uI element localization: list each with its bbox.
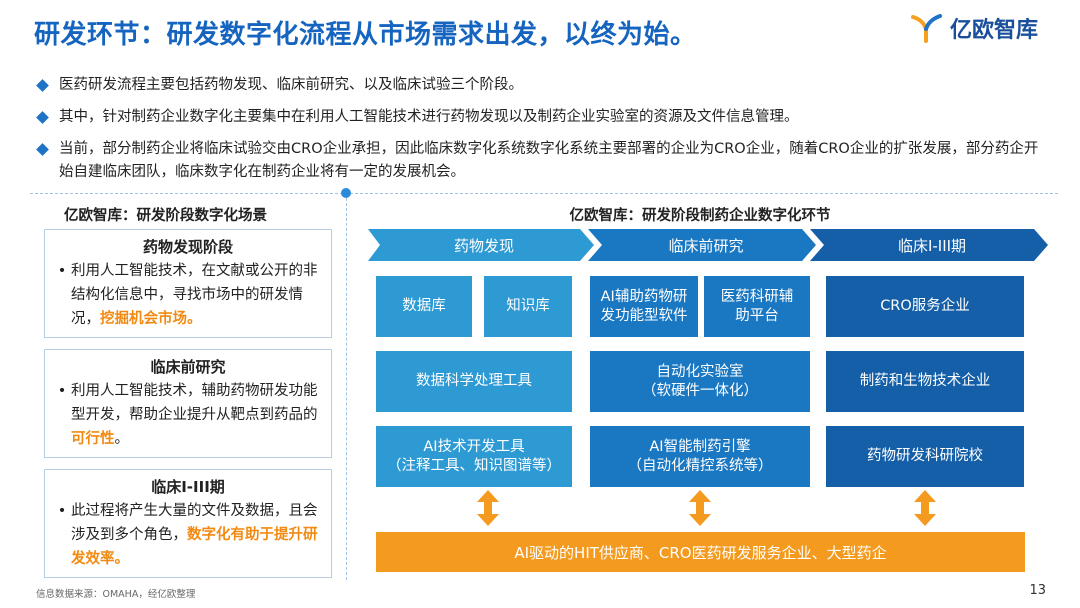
left-heading: 亿欧智库：研发阶段数字化场景 xyxy=(64,208,267,224)
scenario-box-preclinical: 临床前研究 • 利用人工智能技术，辅助药物研发功能型开发，帮助企业提升从靶点到药… xyxy=(44,349,332,458)
dot-bullet-icon: • xyxy=(57,503,67,519)
stage-label-preclinical: 临床前研究 xyxy=(668,236,744,255)
scenario-text: 此过程将产生大量的文件及数据，且会涉及到多个角色，数字化有助于提升研发效率。 xyxy=(71,503,318,567)
logo-text: 亿欧智库 xyxy=(949,18,1038,43)
source-note: 信息数据来源：OMAHA，经亿欧整理 xyxy=(36,589,196,600)
cell-ai-dev-tools: AI技术开发工具 （注释工具、知识图谱等） xyxy=(376,426,572,487)
dot-bullet-icon: • xyxy=(57,383,67,399)
double-arrow-icon xyxy=(914,490,936,526)
scenario-box-clinical: 临床I-III期 • 此过程将产生大量的文件及数据，且会涉及到多个角色，数字化有… xyxy=(44,469,332,578)
logo: 亿欧智库 xyxy=(910,12,1038,44)
diamond-bullet-icon xyxy=(36,143,49,156)
scenario-title: 药物发现阶段 xyxy=(142,238,233,256)
cell-ai-assist-software: AI辅助药物研发功能型软件 xyxy=(590,276,698,337)
double-arrow-icon xyxy=(477,490,499,526)
bullet-item: 当前，部分制药企业将临床试验交由CRO企业承担，因此临床数字化系统数字化系统主要… xyxy=(36,138,1046,184)
page-number: 13 xyxy=(1029,583,1046,598)
cell-knowledge-base: 知识库 xyxy=(484,276,572,337)
intro-bullets: 医药研发流程主要包括药物发现、临床前研究、以及临床试验三个阶段。 其中，针对制药… xyxy=(36,74,1046,193)
cell-cro-service: CRO服务企业 xyxy=(826,276,1024,337)
scenario-text: 利用人工智能技术，辅助药物研发功能型开发，帮助企业提升从靶点到药品的可行性。 xyxy=(71,383,318,447)
dot-bullet-icon: • xyxy=(57,263,67,279)
stage-label-clinical: 临床I-III期 xyxy=(897,236,967,255)
cell-research-platform: 医药科研辅助平台 xyxy=(704,276,810,337)
cell-ai-pharma-engine: AI智能制药引擎 （自动化精控系统等） xyxy=(590,426,810,487)
diamond-bullet-icon xyxy=(36,111,49,124)
divider-dot-icon xyxy=(341,188,351,198)
stage-chevron-2 xyxy=(588,229,816,261)
diamond-bullet-icon xyxy=(36,79,49,92)
cell-data-science-tools: 数据科学处理工具 xyxy=(376,351,572,412)
stage-arrow-row: 药物发现 临床前研究 临床I-III期 xyxy=(368,229,1050,261)
bottom-summary-bar: AI驱动的HIT供应商、CRO医药研发服务企业、大型药企 xyxy=(376,532,1025,572)
double-arrow-icon xyxy=(689,490,711,526)
scenario-text: 利用人工智能技术，在文献或公开的非结构化信息中，寻找市场中的研发情况，挖掘机会市… xyxy=(71,263,318,327)
stage-chevrons xyxy=(368,229,1048,261)
scenario-box-drug-discovery: 药物发现阶段 • 利用人工智能技术，在文献或公开的非结构化信息中，寻找市场中的研… xyxy=(44,229,332,338)
cell-pharma-bio: 制药和生物技术企业 xyxy=(826,351,1024,412)
stage-label-drug-discovery: 药物发现 xyxy=(453,236,514,255)
bullet-item: 医药研发流程主要包括药物发现、临床前研究、以及临床试验三个阶段。 xyxy=(36,74,1046,97)
right-heading: 亿欧智库：研发阶段制药企业数字化环节 xyxy=(569,208,831,224)
scenario-title: 临床I-III期 xyxy=(151,478,225,496)
logo-mark-icon xyxy=(910,14,942,43)
scenario-title: 临床前研究 xyxy=(150,358,226,376)
vertical-divider xyxy=(346,198,347,580)
cell-database: 数据库 xyxy=(376,276,472,337)
stage-chevron-3 xyxy=(810,229,1048,261)
page-title: 研发环节：研发数字化流程从市场需求出发，以终为始。 xyxy=(34,20,697,50)
cell-automation-lab: 自动化实验室 （软硬件一体化） xyxy=(590,351,810,412)
bullet-item: 其中，针对制药企业数字化主要集中在利用人工智能技术进行药物发现以及制药企业实验室… xyxy=(36,106,1046,129)
stage-chevron-1 xyxy=(368,229,594,261)
horizontal-divider xyxy=(30,193,1058,194)
cell-research-institutes: 药物研发科研院校 xyxy=(826,426,1024,487)
